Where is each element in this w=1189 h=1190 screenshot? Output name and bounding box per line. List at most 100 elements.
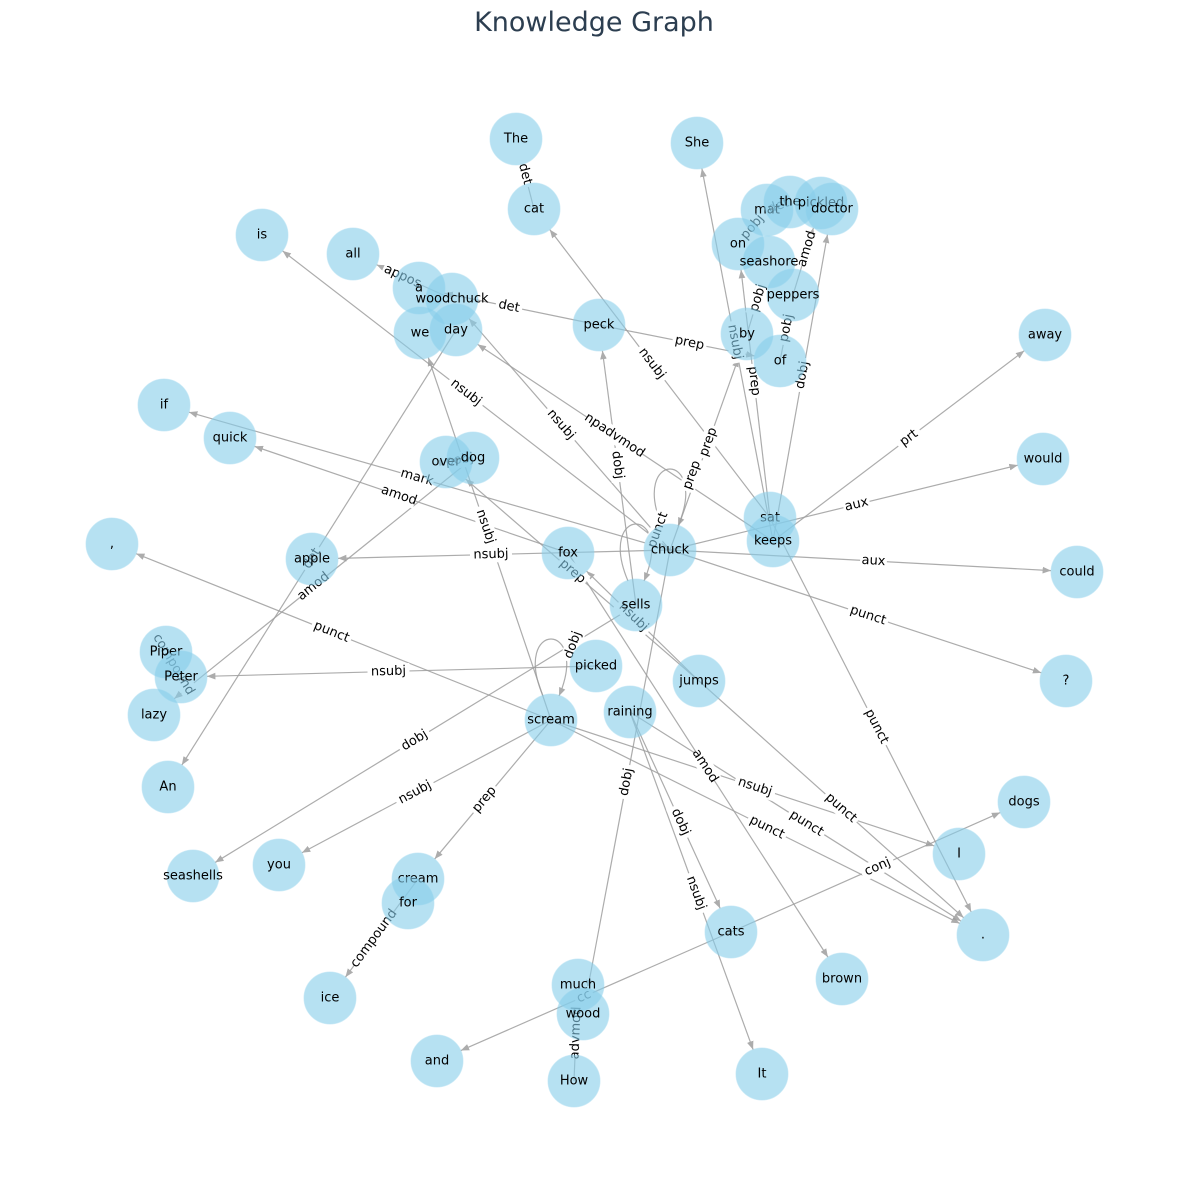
- node-how: How: [547, 1054, 601, 1108]
- edge-label: dobj: [617, 767, 637, 797]
- edge-label: nsubj: [544, 406, 578, 442]
- node-peter: Peter: [154, 650, 208, 704]
- node-label: we: [411, 326, 430, 341]
- node-label: seashore: [740, 255, 799, 270]
- edge-label-background: [859, 704, 894, 749]
- node-brown: brown: [815, 952, 869, 1006]
- node-circle: [704, 905, 758, 959]
- node-circle: [670, 116, 724, 170]
- node-label: apple: [294, 552, 330, 567]
- edge-label: punct: [861, 707, 891, 747]
- node-label: a: [415, 281, 423, 296]
- edge-label-group: punct: [820, 788, 862, 828]
- edge-label: det: [497, 297, 521, 316]
- node-label: How: [560, 1074, 589, 1089]
- edge-scream-scream: [534, 638, 568, 697]
- node-label: ice: [321, 991, 340, 1006]
- edge-label-background: [615, 763, 638, 801]
- edge-label-background: [671, 331, 708, 355]
- node-it: It: [735, 1047, 789, 1101]
- node-wood: wood: [556, 987, 610, 1041]
- node-label: The: [503, 132, 528, 147]
- node-label: fox: [558, 546, 578, 561]
- edge-label-background: [666, 803, 695, 841]
- node-an: An: [141, 760, 195, 814]
- node-circle: [572, 298, 626, 352]
- node-circle: [753, 334, 807, 388]
- edge-label-background: [348, 907, 400, 970]
- edge-label-group: punct: [784, 805, 829, 842]
- node-circle: [410, 1034, 464, 1088]
- edge-label-background: [309, 616, 354, 648]
- node-you: you: [252, 838, 306, 892]
- node-label: keeps: [754, 534, 792, 549]
- edge-label-group: nsubj: [392, 775, 438, 810]
- node-circle: [141, 760, 195, 814]
- node-label: cat: [524, 202, 544, 217]
- node-ice: ice: [303, 971, 357, 1025]
- edge-label: punct: [848, 603, 888, 629]
- edge-label-group: punct: [845, 601, 891, 630]
- node-circle: [1016, 432, 1070, 486]
- edge-label-group: dobj: [395, 724, 434, 757]
- node-doctor: doctor: [805, 182, 859, 236]
- node-circle: [1039, 654, 1093, 708]
- node-all: all: [326, 227, 380, 281]
- node-of: of: [753, 334, 807, 388]
- node-circle: [805, 182, 859, 236]
- edge-label-background: [845, 601, 891, 630]
- edge-label-background: [732, 772, 778, 802]
- node-the: The: [489, 112, 543, 166]
- node-circle: [932, 827, 986, 881]
- edge-label-group: nsubj: [632, 341, 672, 386]
- node-circle: [85, 517, 139, 571]
- node-cats: cats: [704, 905, 758, 959]
- edge-label-background: [784, 805, 829, 842]
- node-day: day: [429, 303, 483, 357]
- node-circle: [643, 523, 697, 577]
- edge-label: punct: [822, 790, 860, 826]
- node-circle: [285, 532, 339, 586]
- edge-label-background: [893, 423, 925, 453]
- node-label: on: [730, 237, 746, 252]
- node-circle: [672, 654, 726, 708]
- node-peck: peck: [572, 298, 626, 352]
- edge-label-group: nsubj: [732, 772, 778, 802]
- edge-label-background: [632, 341, 672, 386]
- edge-label: punct: [747, 813, 787, 843]
- node-label: cats: [718, 925, 745, 940]
- node-label: An: [159, 780, 176, 795]
- edge-label-group: det: [513, 159, 537, 189]
- node-i: I: [932, 827, 986, 881]
- edge-label-group: amod: [379, 482, 419, 509]
- edge-label-group: prep: [671, 331, 708, 355]
- node-raining: raining: [603, 685, 657, 739]
- edge-label-background: [367, 662, 410, 681]
- edge-label-background: [392, 775, 438, 810]
- node-scream: scream: [524, 693, 578, 747]
- node-away: away: [1018, 308, 1072, 362]
- node-circle: [609, 578, 663, 632]
- node-label: peck: [584, 318, 615, 333]
- node-fox: fox: [541, 526, 595, 580]
- node-label: Peter: [164, 670, 198, 685]
- edge-label: aux: [843, 494, 870, 514]
- node-circle: [956, 908, 1010, 962]
- node-label: dog: [461, 451, 485, 466]
- node-could: could: [1050, 545, 1104, 599]
- edge-label: nsubj: [473, 507, 498, 545]
- edge-label-group: nsubj: [471, 504, 500, 549]
- node-label: It: [758, 1067, 767, 1082]
- edge-label-background: [681, 870, 711, 916]
- node-label: could: [1059, 565, 1094, 580]
- node-circle: [569, 639, 623, 693]
- edge-label-background: [494, 295, 524, 318]
- node-period: .: [956, 908, 1010, 962]
- edge-label-group: dobj: [607, 446, 628, 484]
- node-circle: [489, 112, 543, 166]
- node-sells: sells: [609, 578, 663, 632]
- node-comma: ,: [85, 517, 139, 571]
- node-label: for: [399, 896, 418, 911]
- edge-label-background: [471, 504, 500, 549]
